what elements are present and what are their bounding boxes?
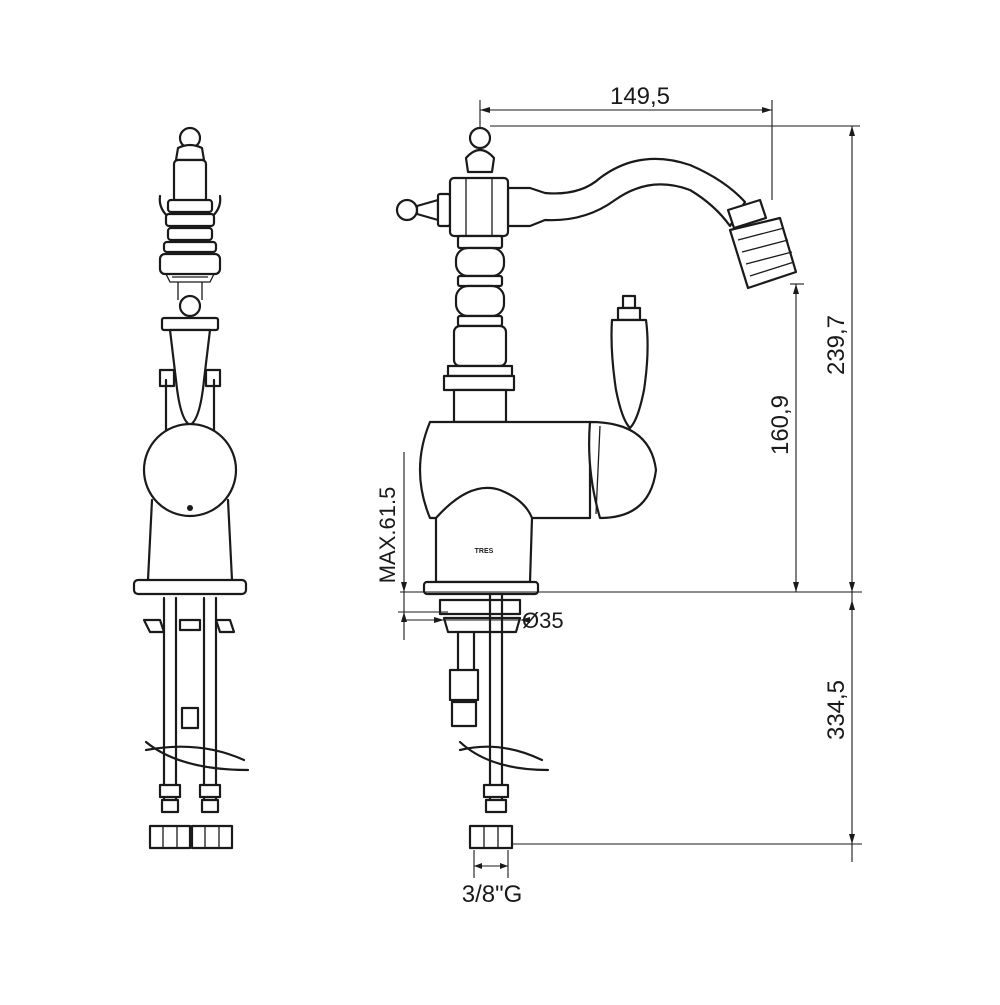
dim-total-height: 239,7 <box>823 315 850 375</box>
side-view <box>132 126 250 850</box>
dim-spout-reach: 149,5 <box>610 83 670 110</box>
brand-mark: TRES <box>475 548 494 555</box>
dimension-lines <box>398 100 862 878</box>
dim-hose-length: 334,5 <box>823 680 850 740</box>
dim-hole-diameter: Ø35 <box>522 608 564 633</box>
dim-spout-height: 160,9 <box>767 395 794 455</box>
front-view: TRES <box>395 126 798 850</box>
dim-connection-thread: 3/8"G <box>462 881 523 908</box>
dimension-labels: 149,5 239,7 160,9 MAX.61.5 Ø35 334,5 3/8… <box>375 83 850 908</box>
dim-max-deck-thickness: MAX.61.5 <box>375 487 400 584</box>
